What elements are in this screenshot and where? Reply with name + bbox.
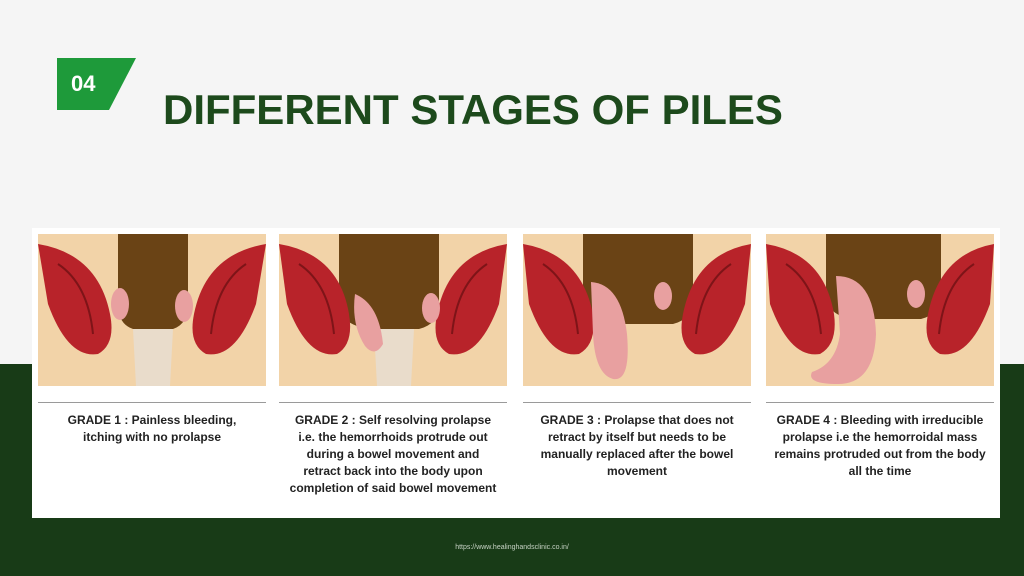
- divider: [279, 402, 507, 403]
- divider: [766, 402, 994, 403]
- caption-line: retract by itself but needs to be: [547, 430, 727, 444]
- caption-line: GRADE 3 : Prolapse that does not: [540, 413, 734, 427]
- grade-2-caption: GRADE 2 : Self resolving prolapse i.e. t…: [279, 412, 507, 497]
- caption-line: completion of said bowel movement: [289, 481, 497, 495]
- grade-4-caption: GRADE 4 : Bleeding with irreducible prol…: [766, 412, 994, 480]
- grades-illustration-panel: GRADE 1 : Painless bleeding, itching wit…: [32, 228, 1000, 518]
- grade-2-illustration: [279, 234, 507, 386]
- caption-line: i.e. the hemorrhoids protrude out: [298, 430, 488, 444]
- caption-line: GRADE 2 : Self resolving prolapse: [294, 413, 492, 427]
- caption-line: during a bowel movement and: [306, 447, 480, 461]
- caption-line: all the time: [848, 464, 912, 478]
- caption-line: GRADE 4 : Bleeding with irreducible: [776, 413, 984, 427]
- divider: [38, 402, 266, 403]
- grade-4-illustration: [766, 234, 994, 386]
- caption-line: manually replaced after the bowel: [540, 447, 734, 461]
- caption-line: movement: [606, 464, 668, 478]
- grade-3-illustration: [523, 234, 751, 386]
- grade-3-caption: GRADE 3 : Prolapse that does not retract…: [523, 412, 751, 480]
- caption-line: GRADE 1 : Painless bleeding,: [67, 413, 237, 427]
- caption-line: remains protruded out from the body: [774, 447, 986, 461]
- slide-number: 04: [71, 71, 96, 96]
- page-title: DIFFERENT STAGES OF PILES: [163, 86, 783, 133]
- grade-1-caption: GRADE 1 : Painless bleeding, itching wit…: [38, 412, 266, 446]
- divider: [523, 402, 751, 403]
- caption-line: retract back into the body upon: [303, 464, 483, 478]
- grade-1-illustration: [38, 234, 266, 386]
- footer-url: https://www.healinghandsclinic.co.in/: [455, 544, 569, 551]
- slide-number-badge: 04: [57, 58, 136, 110]
- caption-line: prolapse i.e the hemorroidal mass: [782, 430, 978, 444]
- caption-line: itching with no prolapse: [83, 430, 221, 444]
